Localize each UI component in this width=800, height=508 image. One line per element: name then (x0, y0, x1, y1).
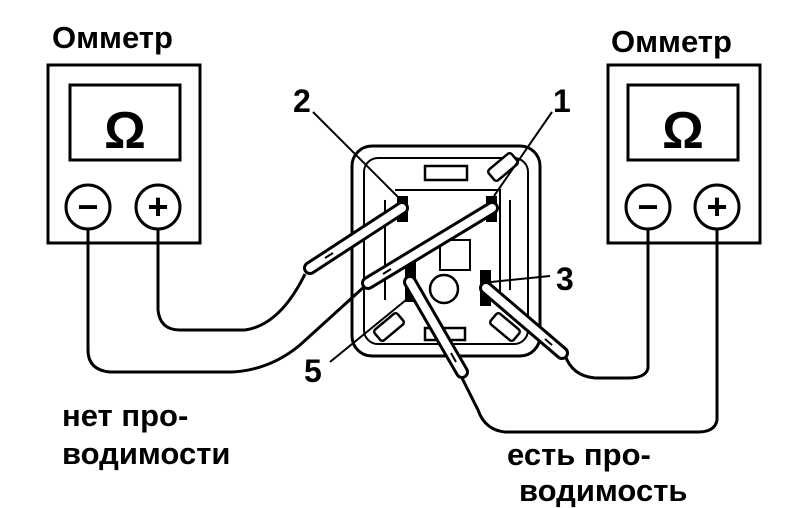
wire-left-positive (156, 229, 307, 332)
probe-right-positive (403, 275, 469, 379)
pin-leaders (312, 111, 553, 363)
right-meter-display (626, 83, 740, 162)
probe-right-negative (479, 281, 569, 360)
result-left-line1: нет про- (62, 398, 188, 433)
result-left: нет про- водимости (62, 398, 230, 471)
leader-pin-3 (490, 275, 551, 283)
pin-number-5: 5 (304, 353, 322, 389)
corner-cavity-bottom-right (488, 311, 522, 343)
right-minus-label: − (637, 186, 658, 227)
wire-right-negative (563, 229, 650, 380)
left-ohmmeter: Омметр Ω − + (46, 20, 202, 245)
right-ohmmeter-title: Омметр (611, 24, 732, 59)
right-ohm-symbol: Ω (662, 102, 704, 160)
leader-pin-5 (329, 299, 407, 363)
pin-number-1: 1 (553, 83, 571, 119)
probe-left-negative (361, 201, 499, 290)
left-ohm-symbol: Ω (104, 102, 146, 160)
connector-center-hole (428, 273, 460, 305)
left-meter-display (68, 83, 182, 162)
result-right-line2: водимость (519, 473, 687, 508)
wire-left-negative (86, 229, 367, 374)
result-right: есть про- водимость (507, 437, 687, 508)
connector-center-block (439, 239, 471, 271)
wire-right-positive (458, 229, 719, 434)
left-minus-label: − (77, 186, 98, 227)
probe-left-positive (303, 201, 409, 275)
test-leads (86, 229, 719, 434)
corner-cavity-top-right (486, 151, 520, 183)
pin-number-2: 2 (293, 83, 311, 119)
left-ohmmeter-title: Омметр (52, 20, 173, 55)
result-left-line2: водимости (62, 436, 230, 471)
right-plus-label: + (706, 186, 727, 227)
pin-number-3: 3 (556, 261, 574, 297)
connector-latch-slot (423, 164, 469, 182)
result-right-line1: есть про- (507, 437, 651, 472)
right-ohmmeter: Омметр Ω − + (606, 24, 762, 245)
left-plus-label: + (147, 186, 168, 227)
connector (350, 144, 542, 358)
leader-pin-2 (312, 111, 400, 199)
leader-pin-1 (493, 111, 553, 197)
probes (303, 201, 569, 379)
corner-cavity-bottom-left (372, 311, 406, 343)
